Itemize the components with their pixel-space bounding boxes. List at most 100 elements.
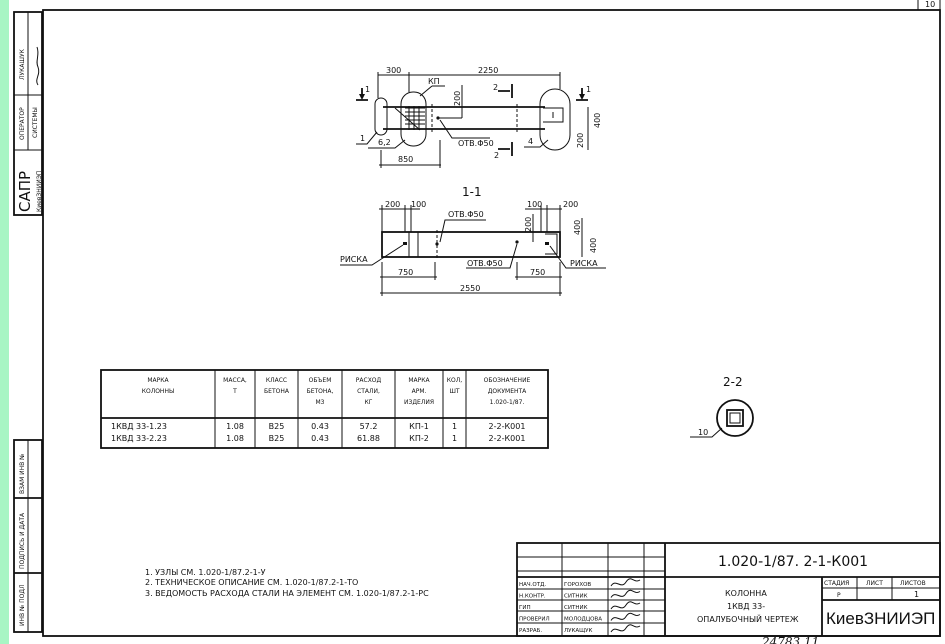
dim-200-side: 200 [576, 133, 585, 148]
table-header-cell: ОБОЗНАЧЕНИЕ [484, 377, 531, 384]
label-pos-1: 1 [360, 134, 365, 143]
strip-signature-date: ПОДПИСЬ И ДАТА [19, 512, 26, 569]
table-header-cell: М3 [316, 399, 325, 406]
role-name: ГОРОХОВ [564, 582, 591, 588]
role-name: ЛУКАЩУК [564, 628, 593, 634]
title-line-2: 1КВД 33- [727, 602, 765, 611]
table-cell: 1.08 [226, 422, 244, 431]
role-name: СИТНИК [564, 605, 588, 611]
dim-2550: 2550 [460, 284, 480, 293]
table-header-cell: Т [232, 388, 237, 395]
section-1-1-title: 1-1 [462, 185, 482, 199]
table-header-cell: МАРКА [147, 377, 169, 384]
label-kp: КП [428, 77, 440, 86]
section-2-2: 2-2 10 [690, 375, 754, 438]
cut-mark-1-right: 1 [586, 85, 591, 94]
table-cell: 0.43 [311, 422, 329, 431]
dim-400: 400 [593, 113, 602, 128]
note-1: 1. УЗЛЫ СМ. 1.020-1/87.2-1-У [145, 568, 266, 577]
cut-mark-2-bottom: 2 [494, 151, 499, 160]
dim-100-a: 100 [411, 200, 426, 209]
left-margin-strip [0, 0, 9, 644]
title-line-3: ОПАЛУБОЧНЫЙ ЧЕРТЕЖ [697, 613, 799, 624]
sheet-number: 10 [925, 0, 935, 9]
label-hole-plan: ОТВ.Φ50 [458, 139, 494, 148]
table-header-cell: КГ [365, 399, 373, 406]
table-header-cell: КОЛ, [447, 377, 462, 384]
strip-inv-replace: ВЗАМ ИНВ № [19, 454, 26, 494]
dim-200-top: 200 [453, 91, 462, 106]
dim-850: 850 [398, 155, 413, 164]
table-header-cell: ДОКУМЕНТА [488, 388, 527, 395]
label-pos-4: 4 [528, 137, 533, 146]
table-header-cell: СТАЛИ, [357, 388, 380, 395]
signature-mark [610, 578, 641, 587]
table-header-cell: 1.020-1/87. [490, 399, 525, 406]
table-header-cell: КОЛОННЫ [142, 388, 175, 395]
table-header-cell: ОБЪЕМ [309, 377, 332, 384]
table-header-cell: РАСХОД [356, 377, 382, 384]
plan-view: 300 2250 200 400 200 850 КП ОТВ.Φ50 1 6,… [356, 66, 602, 168]
dim-400-b: 400 [589, 238, 598, 253]
stage-header: СТАДИЯ [824, 580, 849, 587]
role-label: ГИП [519, 605, 531, 611]
role-name: МОЛОДЦОВА [564, 617, 602, 623]
document-code: 1.020-1/87. 2-1-К001 [718, 554, 868, 570]
signature-mark [610, 589, 641, 598]
table-header-cell: КЛАСС [266, 377, 287, 384]
stage-value: Р [837, 592, 841, 599]
strip-operator-label: ОПЕРАТОР [19, 107, 26, 140]
table-header-cell: БЕТОНА [264, 388, 290, 395]
role-label: Н.КОНТР. [519, 594, 546, 600]
left-strip-bottom: ВЗАМ ИНВ № ПОДПИСЬ И ДАТА ИНВ № ПОДЛ [13, 439, 43, 633]
label-hole-2: ОТВ.Φ50 [467, 259, 503, 268]
strip-system-label: СИСТЕМЫ [32, 107, 39, 138]
spec-table: МАРКА КОЛОННЫ МАССА, Т КЛАСС БЕТОНА ОБЪЕМ БЕТОН… [100, 369, 549, 449]
dim-750-a: 750 [398, 268, 413, 277]
table-header-cell: МАРКА [408, 377, 430, 384]
role-label: ПРОВЕРИЛ [519, 617, 550, 623]
strip-sapr: САПР [16, 171, 34, 212]
section-2-2-title: 2-2 [723, 375, 743, 389]
role-name: СИТНИК [564, 594, 588, 600]
table-cell: 61.88 [357, 434, 380, 443]
table-cell: 0.43 [311, 434, 329, 443]
organization: КиевЗНИИЭП [826, 609, 935, 628]
table-cell: 1.08 [226, 434, 244, 443]
table-header-cell: ШТ [449, 388, 459, 395]
table-cell: 1КВД 33-2.23 [111, 434, 167, 443]
sheets-header: ЛИСТОВ [900, 580, 926, 587]
sheets-value: 1 [914, 590, 919, 599]
dim-100-b: 100 [527, 200, 542, 209]
dim-750-b: 750 [530, 268, 545, 277]
label-risk-2: РИСКА [570, 259, 598, 268]
dim-200-a: 200 [385, 200, 400, 209]
notes: 1. УЗЛЫ СМ. 1.020-1/87.2-1-У 2. ТЕХНИЧЕС… [145, 568, 429, 598]
dim-2250: 2250 [478, 66, 498, 75]
table-header-cell: МАССА, [223, 377, 247, 384]
label-pos-10: 10 [698, 428, 708, 437]
note-2: 2. ТЕХНИЧЕСКОЕ ОПИСАНИЕ СМ. 1.020-1/87.2… [145, 578, 358, 587]
table-cell: 2-2-К001 [489, 422, 526, 431]
title-block: 1.020-1/87. 2-1-К001 НАЧ.ОТД.ГОРОХОВН.КО… [516, 542, 941, 637]
cut-mark-1-left: 1 [365, 85, 370, 94]
table-cell: 57.2 [360, 422, 378, 431]
signature-mark [610, 612, 641, 621]
role-label: РАЗРАБ. [519, 628, 542, 634]
section-1-1: 1-1 200 100 100 200 200 400 400 750 750 [340, 185, 606, 296]
dim-300: 300 [386, 66, 401, 75]
dim-200-b: 200 [563, 200, 578, 209]
table-cell: 1 [452, 434, 457, 443]
table-cell: КП-1 [409, 422, 429, 431]
label-hole-1: ОТВ.Φ50 [448, 210, 484, 219]
footer-handwritten: 24783 11 [761, 635, 819, 644]
signature-mark [610, 601, 641, 610]
strip-signature [36, 46, 40, 86]
strip-name: ЛУКАШУК [19, 48, 26, 80]
table-header-cell: АРМ. [412, 388, 427, 395]
note-3: 3. ВЕДОМОСТЬ РАСХОДА СТАЛИ НА ЭЛЕМЕНТ СМ… [145, 589, 429, 598]
table-header-cell: БЕТОНА, [307, 388, 334, 395]
table-cell: 1 [452, 422, 457, 431]
label-risk-1: РИСКА [340, 255, 368, 264]
